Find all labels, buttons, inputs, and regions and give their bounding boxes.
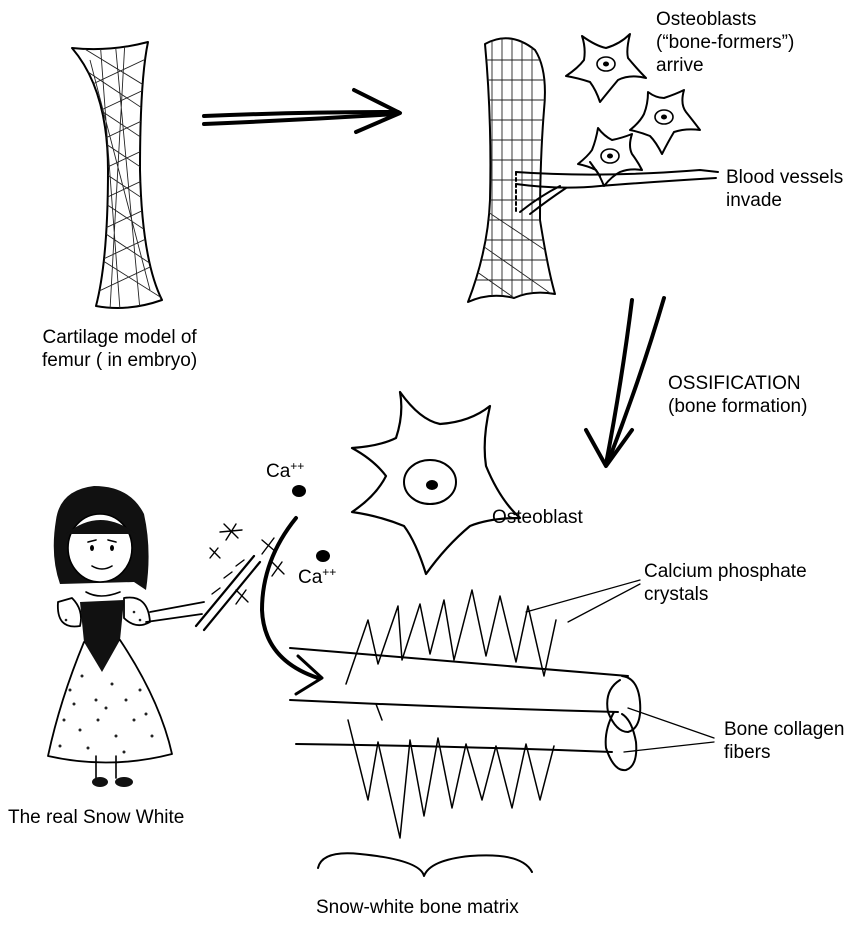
calcium-ion-label-bottom-text: Ca++ [298,567,336,588]
collagen-label: Bone collagen fibers [724,718,844,764]
calcium-ion-label-bottom: Ca++ [298,566,336,589]
small-osteoblast-1 [566,34,646,102]
ossification-line-1: OSSIFICATION [668,372,807,395]
matrix-label: Snow-white bone matrix [316,896,519,919]
invaded-femur-drawing [460,30,560,330]
small-osteoblast-3 [578,128,642,186]
cartilage-label-line-1: Cartilage model of [42,326,197,349]
blood-vessels-line-1: Blood vessels [726,166,843,189]
osteoblast-label: Osteoblast [492,506,583,529]
calcium-phosphate-crystals [346,590,556,838]
cartilage-label: Cartilage model of femur ( in embryo) [42,326,197,372]
calcium-phosphate-line-2: crystals [644,583,807,606]
osteoblasts-arrive-line-2: (“bone-formers”) [656,31,794,54]
osteoblast-label-text: Osteoblast [492,506,583,529]
calcium-ion-label-top-text: Ca++ [266,461,304,482]
ossification-line-2: (bone formation) [668,395,807,418]
snow-white-figure [48,486,204,787]
osteoblasts-arrive-line-3: arrive [656,54,794,77]
collagen-fibers [290,648,640,770]
collagen-line-1: Bone collagen [724,718,844,741]
ossification-arrow [586,298,664,466]
calcium-phosphate-label: Calcium phosphate crystals [644,560,807,606]
calcium-ion-label-top: Ca++ [266,460,304,483]
osteoblasts-arrive-label: Osteoblasts (“bone-formers”) arrive [656,8,794,77]
blood-vessel-drawing [516,162,718,214]
calcium-arrow [262,485,330,694]
snow-white-label: The real Snow White [8,806,184,829]
progression-arrow [204,90,400,132]
matrix-label-text: Snow-white bone matrix [316,896,519,919]
blood-vessels-line-2: invade [726,189,843,212]
cartilage-femur-drawing [70,40,165,310]
small-osteoblast-2 [630,90,700,154]
matrix-brace [318,853,532,876]
osteoblasts-arrive-line-1: Osteoblasts [656,8,794,31]
magic-wand [196,524,284,630]
ossification-label: OSSIFICATION (bone formation) [668,372,807,418]
snow-white-label-text: The real Snow White [8,806,184,829]
blood-vessels-label: Blood vessels invade [726,166,843,212]
cartilage-label-line-2: femur ( in embryo) [42,349,197,372]
large-osteoblast [352,392,520,574]
calcium-phosphate-line-1: Calcium phosphate [644,560,807,583]
collagen-line-2: fibers [724,741,844,764]
